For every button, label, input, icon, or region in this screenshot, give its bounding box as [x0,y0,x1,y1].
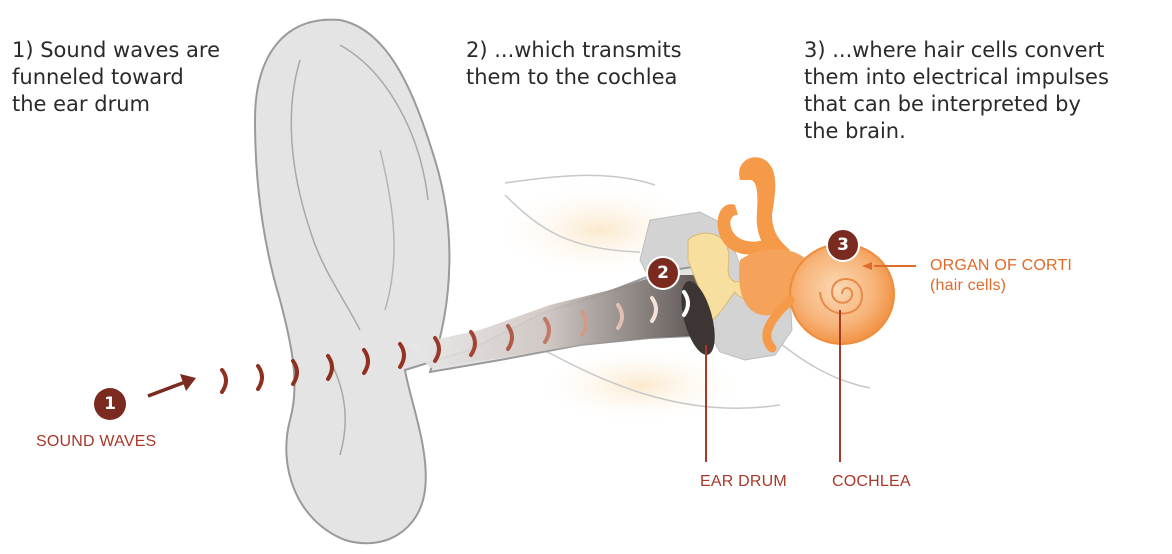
cochlea-label: COCHLEA [832,472,911,492]
ear-drum-label: EAR DRUM [700,472,787,492]
step-3-badge: 3 [826,228,860,262]
step-2-badge: 2 [646,256,680,290]
step-2-caption: 2) ...which transmits them to the cochle… [466,37,682,91]
step-1-badge: 1 [94,388,126,420]
sound-waves-label: SOUND WAVES [36,432,156,452]
sound-direction-arrow [148,381,188,396]
tissue-glow [530,345,750,425]
sound-wave-arc [258,366,262,389]
sound-wave-arc [222,370,226,392]
step-1-caption: 1) Sound waves are funneled toward the e… [12,37,220,118]
organ-of-corti-label: ORGAN OF CORTI (hair cells) [930,256,1072,296]
step-3-caption: 3) ...where hair cells convert them into… [804,37,1109,145]
